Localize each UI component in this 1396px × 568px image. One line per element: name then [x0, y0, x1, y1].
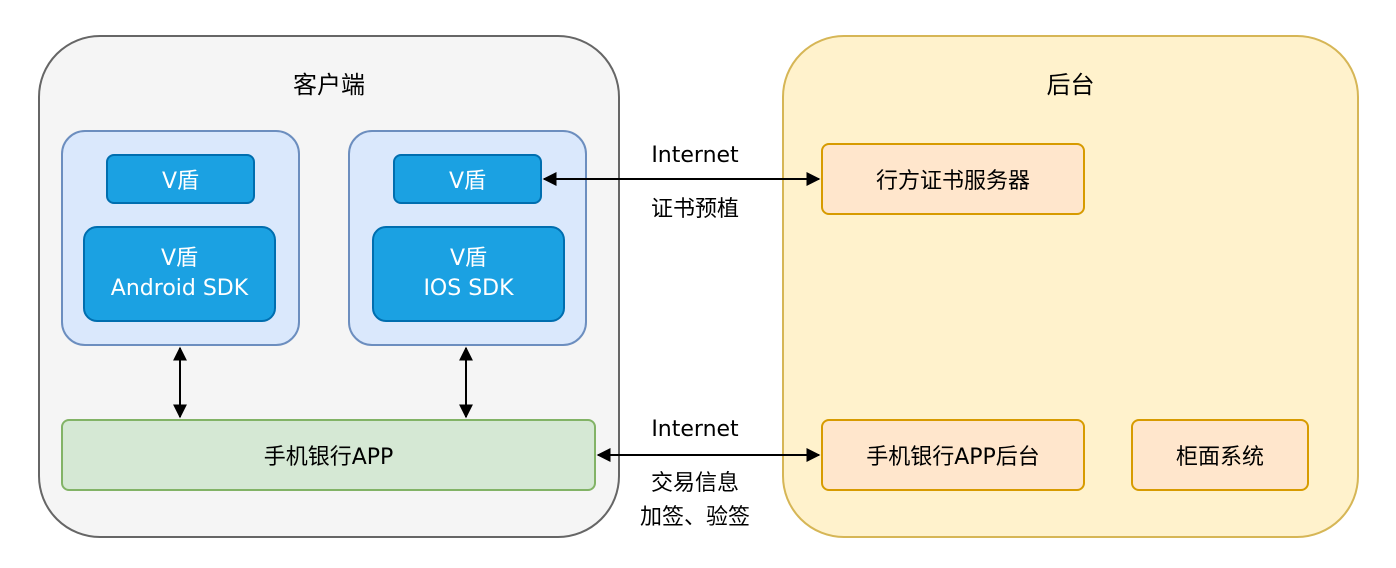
- mobile-banking-app-box[interactable]: 手机银行APP: [61, 419, 596, 491]
- android-sdk-name: Android SDK: [110, 276, 249, 301]
- bottom-link-label: Internet: [651, 416, 739, 442]
- app-backend-box[interactable]: 手机银行APP后台: [821, 419, 1085, 491]
- ios-sdk-title: V盾: [449, 246, 488, 271]
- ios-sdk-box[interactable]: V盾 IOS SDK: [372, 226, 565, 322]
- ios-vdun-box[interactable]: V盾: [393, 154, 542, 204]
- android-sdk-title: V盾: [160, 246, 199, 271]
- android-sdk-box[interactable]: V盾 Android SDK: [83, 226, 276, 322]
- client-group-title: 客户端: [293, 70, 365, 99]
- top-link-sublabel: 证书预植: [650, 197, 739, 222]
- bottom-link-sublabel-2: 加签、验签: [639, 505, 750, 530]
- bottom-link-sublabel-1: 交易信息: [650, 471, 739, 496]
- top-link-label: Internet: [651, 142, 739, 168]
- server-group-title: 后台: [1046, 70, 1095, 99]
- counter-system-box[interactable]: 柜面系统: [1131, 419, 1309, 491]
- ios-sdk-name: IOS SDK: [423, 276, 514, 301]
- android-vdun-box[interactable]: V盾: [106, 154, 255, 204]
- cert-server-box[interactable]: 行方证书服务器: [821, 143, 1085, 215]
